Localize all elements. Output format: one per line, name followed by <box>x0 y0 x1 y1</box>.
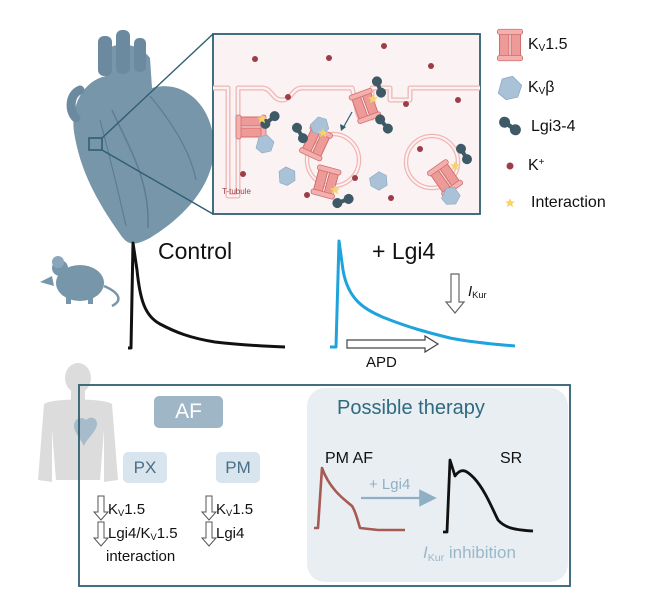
legend-k-label: K+ <box>528 157 545 174</box>
mouse-icon <box>40 256 120 308</box>
pm-af-trace <box>314 466 405 532</box>
ikur-label: IKur <box>468 283 487 301</box>
apd-arrow <box>346 334 440 354</box>
af-badge: AF <box>154 396 223 428</box>
af-panel-frame <box>78 384 571 587</box>
decrease-arrows <box>92 495 218 547</box>
lgi4-label: + Lgi4 <box>372 238 436 264</box>
control-trace <box>128 241 286 350</box>
px-lgi4-kv15-item: Lgi4/KV1.5 <box>108 525 178 543</box>
px-kv15-item: KV1.5 <box>108 501 146 519</box>
pm-badge: PM <box>216 452 260 483</box>
therapy-arrow-label: + Lgi4 <box>369 476 411 493</box>
px-badge: PX <box>123 452 167 483</box>
ikur-inhibition-label: IKur inhibition <box>423 543 516 564</box>
sr-trace <box>443 458 534 534</box>
legend-icons <box>496 28 524 208</box>
pm-kv15-item: KV1.5 <box>216 501 254 519</box>
human-silhouette <box>38 363 118 482</box>
lgi4-trace <box>330 239 516 349</box>
control-label: Control <box>158 238 233 264</box>
apd-label: APD <box>366 354 397 371</box>
cardiomyocyte-inset <box>212 33 481 215</box>
ikur-down-arrow <box>444 273 466 314</box>
ttubule-label: T-tubule <box>222 187 251 196</box>
pm-af-label: PM AF <box>325 450 374 467</box>
therapy-panel-bg <box>307 388 568 582</box>
heart-illustration <box>66 30 215 244</box>
legend-kvb-label: KVβ <box>528 79 555 98</box>
therapy-title: Possible therapy <box>337 397 485 419</box>
pm-lgi4-item: Lgi4 <box>216 525 245 542</box>
legend-kv15-label: KV1.5 <box>528 36 568 55</box>
sr-label: SR <box>500 450 523 467</box>
legend-lgi-label: Lgi3-4 <box>531 118 576 135</box>
px-interaction-item: interaction <box>106 548 176 565</box>
legend-interaction-label: Interaction <box>531 194 606 211</box>
